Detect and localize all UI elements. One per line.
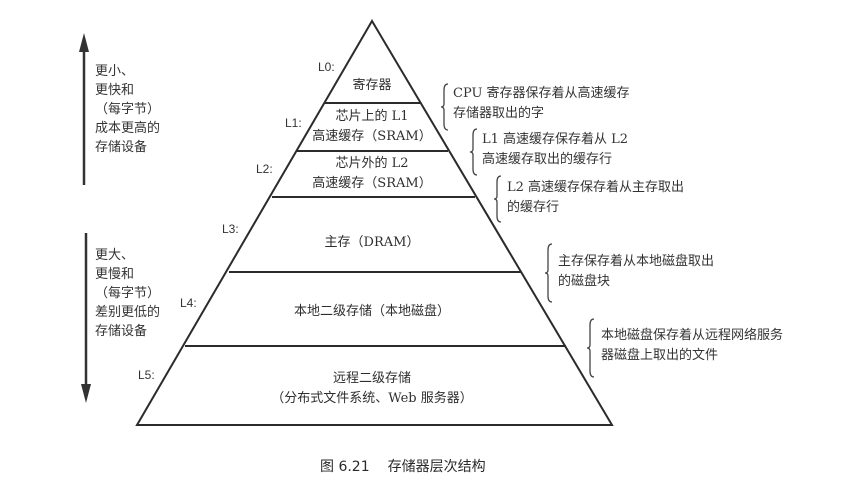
brace-icon-2 <box>469 128 478 176</box>
level-label-l2: L2: <box>256 162 273 176</box>
note-line: 存储器取出的字 <box>453 106 545 121</box>
up-text-line: 更快和 <box>95 83 135 98</box>
level-label-l1: L1: <box>285 116 302 130</box>
brace-icon-1 <box>440 83 449 131</box>
level-label-l4: L4: <box>180 296 197 310</box>
layer-line: 芯片上的 L1 <box>335 109 409 124</box>
brace-icon-4 <box>544 243 553 303</box>
down-text-line: （每字节） <box>95 286 161 301</box>
layer-line: （分布式文件系统、Web 服务器） <box>271 391 473 406</box>
down-arrow-icon <box>81 233 91 403</box>
layer-l0-registers: 寄存器 <box>322 76 422 96</box>
up-text-line: （每字节） <box>95 102 161 117</box>
figure-caption: 图 6.21 存储器层次结构 <box>320 456 486 476</box>
layer-line: 寄存器 <box>352 78 392 93</box>
layer-l1-cache: 芯片上的 L1 高速缓存（SRAM） <box>292 107 452 147</box>
layer-line: 芯片外的 L2 <box>335 156 409 171</box>
layer-l3-main-memory: 主存（DRAM） <box>272 233 472 253</box>
down-arrow-description: 更大、 更慢和 （每字节） 差别更低的 存储设备 <box>95 246 160 341</box>
brace-icon-5 <box>586 318 595 378</box>
up-arrow-icon <box>79 33 89 185</box>
note-line: L2 高速缓存保存着从主存取出 <box>507 180 685 195</box>
layer-line: 远程二级存储 <box>332 371 411 386</box>
note-line: 主存保存着从本地磁盘取出 <box>558 254 715 269</box>
note-l1: L1 高速缓存保存着从 L2 高速缓存取出的缓存行 <box>482 130 628 170</box>
layer-l4-local-disk: 本地二级存储（本地磁盘） <box>242 302 502 322</box>
figure-title: 存储器层次结构 <box>387 459 486 475</box>
layer-l2-cache: 芯片外的 L2 高速缓存（SRAM） <box>292 154 452 194</box>
note-line: 的磁盘块 <box>558 274 611 289</box>
layer-line: 主存（DRAM） <box>324 235 420 250</box>
layer-line: 高速缓存（SRAM） <box>312 129 432 144</box>
figure-number: 图 6.21 <box>320 459 370 475</box>
note-line: CPU 寄存器保存着从高速缓存 <box>453 86 630 101</box>
note-line: 高速缓存取出的缓存行 <box>482 152 613 167</box>
note-line: 器磁盘上取出的文件 <box>601 348 719 363</box>
down-text-line: 更大、 <box>95 248 135 263</box>
note-line: 本地磁盘保存着从远程网络服务 <box>601 328 784 343</box>
note-l3: 主存保存着从本地磁盘取出 的磁盘块 <box>558 252 714 292</box>
note-line: L1 高速缓存保存着从 L2 <box>482 132 629 147</box>
level-label-l0: L0: <box>318 60 335 74</box>
down-text-line: 更慢和 <box>95 267 135 282</box>
layer-line: 本地二级存储（本地磁盘） <box>293 304 450 319</box>
down-text-line: 存储设备 <box>95 324 148 339</box>
note-l0: CPU 寄存器保存着从高速缓存 存储器取出的字 <box>453 84 630 124</box>
up-text-line: 更小、 <box>95 64 135 79</box>
up-arrow-description: 更小、 更快和 （每字节） 成本更高的 存储设备 <box>95 62 160 157</box>
pyramid-outline <box>135 19 614 426</box>
level-label-l5: L5: <box>138 368 155 382</box>
note-l2: L2 高速缓存保存着从主存取出 的缓存行 <box>507 178 684 218</box>
down-text-line: 差别更低的 <box>95 305 161 320</box>
note-line: 的缓存行 <box>507 200 560 215</box>
level-label-l3: L3: <box>222 222 239 236</box>
brace-icon-3 <box>493 175 502 223</box>
layer-l5-remote-storage: 远程二级存储 （分布式文件系统、Web 服务器） <box>222 369 522 409</box>
layer-line: 高速缓存（SRAM） <box>312 176 432 191</box>
note-l4: 本地磁盘保存着从远程网络服务 器磁盘上取出的文件 <box>601 326 783 366</box>
up-text-line: 成本更高的 <box>95 121 161 136</box>
up-text-line: 存储设备 <box>95 140 148 155</box>
